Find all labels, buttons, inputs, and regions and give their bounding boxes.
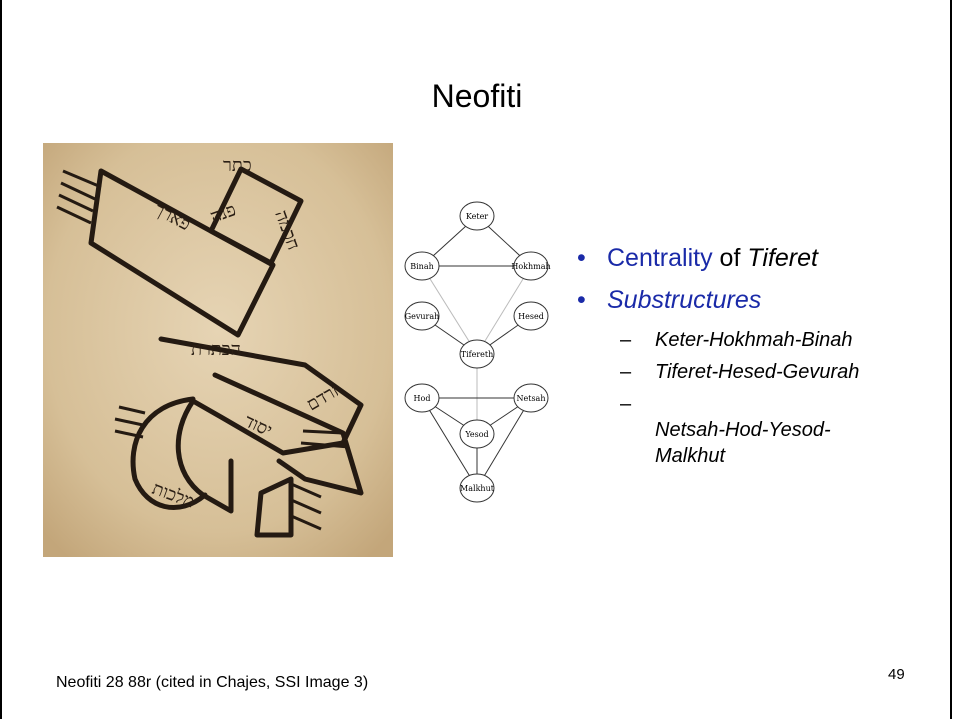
dash: –	[620, 327, 631, 353]
bullet-substructures-label: Substructures	[607, 286, 761, 314]
sub-bullet: – Tiferet-Hesed-Gevurah	[577, 359, 947, 385]
dash: –	[620, 359, 631, 385]
sub-bullet-text: Keter-Hokhmah-Binah	[655, 329, 853, 351]
node-keter: Keter	[466, 212, 488, 221]
page-number: 49	[888, 666, 905, 683]
svg-text:הכתרת: הכתרת	[191, 339, 241, 360]
bullet-list: • Centrality of Tiferet • Substructures – K…	[577, 243, 947, 475]
sub-bullet-text: Tiferet-Hesed-Gevurah	[655, 361, 859, 383]
node-hod: Hod	[414, 394, 431, 403]
sub-bullet-text: Netsah-Hod-Yesod- Malkhut	[655, 419, 831, 467]
slide-title: Neofiti	[0, 78, 954, 115]
bullet-connector: of	[713, 244, 748, 272]
svg-text:כתר: כתר	[223, 155, 252, 176]
node-malkhut: Malkhut	[460, 484, 495, 493]
bullet-centrality: • Centrality of Tiferet	[577, 243, 947, 273]
bullet-dot: •	[577, 243, 586, 273]
node-binah: Binah	[410, 262, 434, 271]
manuscript-image: פארך כתר פנה חכמה הכתרת יסוד מלכות זרדם	[43, 143, 393, 557]
slide-footer: Neofiti 28 88r (cited in Chajes, SSI Ima…	[56, 674, 368, 692]
sefirot-tree-diagram: Keter Binah Hokhmah Gevurah Hesed Tifere…	[404, 196, 566, 508]
bullet-highlight: Centrality	[607, 244, 713, 272]
node-gevurah: Gevurah	[405, 312, 440, 321]
node-hesed: Hesed	[518, 312, 544, 321]
bullet-dot: •	[577, 285, 586, 315]
sub-bullet: –Netsah-Hod-Yesod- Malkhut	[577, 391, 947, 469]
bullet-italic: Tiferet	[747, 244, 818, 272]
node-netsah: Netsah	[517, 394, 546, 403]
dash: –	[620, 391, 631, 417]
bullet-substructures: • Substructures	[577, 285, 947, 315]
node-yesod: Yesod	[464, 430, 488, 439]
node-hokhmah: Hokhmah	[511, 262, 550, 271]
node-tifereth: Tifereth	[461, 350, 494, 359]
sub-bullet: – Keter-Hokhmah-Binah	[577, 327, 947, 353]
